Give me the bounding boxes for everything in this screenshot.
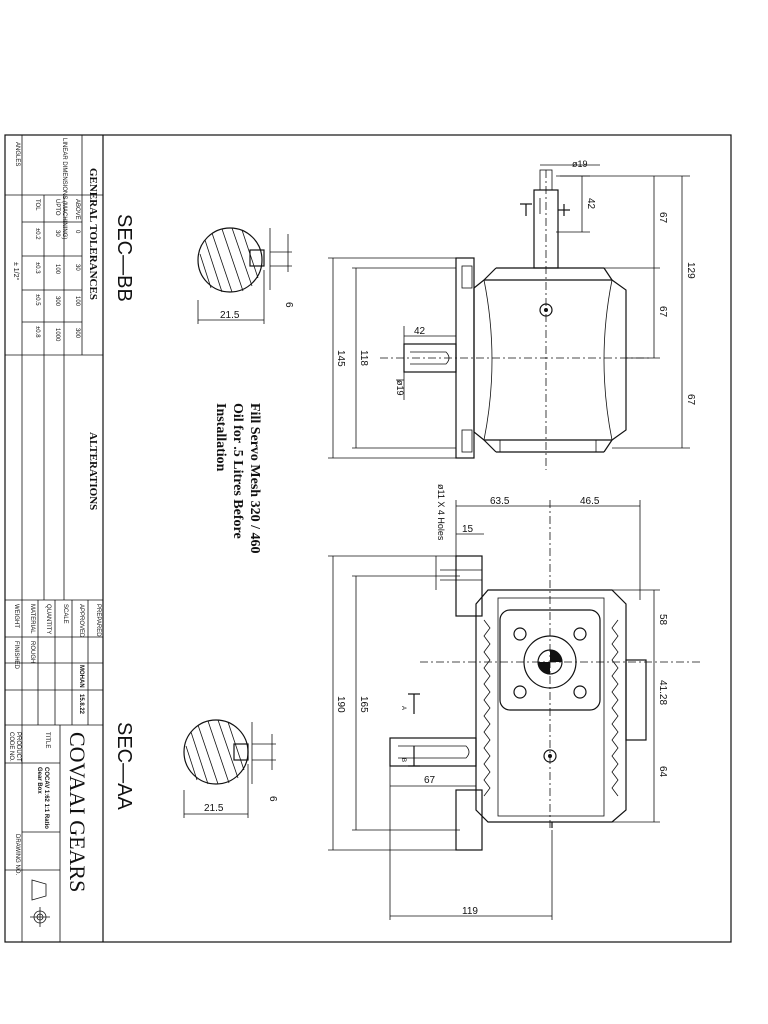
dim-118: 118 [358,350,369,366]
title-block: GENERAL TOLERANCES LINEAR DIMENSIONS (MA… [5,135,103,942]
dim-58: 58 [657,614,668,626]
drawing-date: 15.8.22 [78,694,84,715]
quantity-label: QUANTITY [45,604,51,634]
tolerance-heading: GENERAL TOLERANCES [87,168,99,300]
above-value: 100 [74,296,80,307]
projection-symbol-icon [30,879,50,927]
above-value: 300 [74,328,80,339]
dim-aa-width: 21.5 [204,803,224,814]
fill-note: Fill Servo Mesh 320 / 460 Oil for .5 Lit… [213,403,262,554]
cut-mark-a: A [400,706,406,710]
dim-bb-key: 6 [283,302,294,308]
section-aa-label: SEC—AA [113,722,135,810]
tolerance-values: 0 30 100 300 30 100 300 1000 ±0.2 ±0.3 ±… [12,228,80,342]
above-value: 30 [74,264,80,271]
tol-value: ±0.8 [34,326,40,338]
above-label: ABOVE [74,199,80,220]
dim-41-28: 41.28 [657,680,668,705]
sheet-border [4,134,732,943]
angles-label: ANGLES [14,142,20,166]
dim-165: 165 [358,696,369,713]
finished-label: FINISHED [13,641,19,670]
angle-tolerance: ± 1/2° [12,262,20,281]
upto-value: 30 [54,230,60,237]
section-cut-marks [520,203,570,216]
drawing-subtitle: Gear Box [36,767,42,794]
dim-bb-width: 21.5 [220,310,240,321]
dim-67-middle: 67 [657,306,668,318]
tol-value: ±0.3 [34,262,40,274]
above-value: 0 [74,230,80,234]
dim-aa-key: 6 [267,796,278,802]
alterations-heading: ALTERATIONS [87,432,99,510]
company-name: COVAAI GEARS [65,732,90,892]
cut-mark-b: B [400,758,406,762]
dim-46-5: 46.5 [580,496,600,507]
dim-input-shaft-length: 42 [414,326,426,337]
dim-119: 119 [462,906,478,917]
section-bb: SEC—BB 21.5 6 [113,214,294,324]
dim-64: 64 [657,766,668,778]
product-label: PRODUCT [15,732,21,762]
tol-value: ±0.2 [34,228,40,240]
rough-label: ROUGH [29,641,35,663]
upto-value: 100 [54,264,60,275]
dim-mounting-holes: ø11 X 4 Holes [436,484,446,541]
dim-145: 145 [335,350,346,367]
dim-output-shaft-length: 42 [585,198,596,210]
section-bb-label: SEC—BB [113,214,135,302]
code-label: CODE NO. [8,732,14,762]
note-line-2: Oil for .5 Litres Before [230,403,245,539]
tol-value: ±0.5 [34,294,40,306]
section-aa: SEC—AA 21.5 6 [113,719,278,818]
linear-dimensions-label: LINEAR DIMENSIONS (MACHINING) [61,138,67,239]
weight-label: WEIGHT [13,604,19,628]
scale-label: SCALE [62,604,68,624]
drawing-number-label: DRAWING NO. [14,834,20,875]
prepared-label: PREPARED [95,604,101,637]
dim-67-lower: 67 [685,394,696,406]
dim-190: 190 [335,696,346,713]
dim-output-shaft-dia: ø19 [572,159,588,169]
approved-label: APPROVED [78,604,84,638]
upto-label: UPTO [54,199,60,216]
material-label: MATERIAL [29,604,35,634]
shaft-section-bb [197,227,263,293]
note-line-3: Installation [213,403,228,472]
dim-15: 15 [462,524,474,535]
dim-63-5: 63.5 [490,496,510,507]
drawing-title: COCAV 1:62 1:1 Ratio [43,767,49,829]
keyway-bb [249,249,265,267]
title-label: TITLE [44,732,50,748]
tol-label: TOL [34,199,40,211]
upto-value: 1000 [54,328,60,342]
keyway-aa [233,743,249,761]
gearbox-front-view: A B 63.5 46.5 ø11 X 4 Holes 15 58 41.28 … [328,484,700,920]
drafter-name: MOHAN [78,665,84,688]
dim-67-upper: 67 [657,212,668,224]
upto-value: 300 [54,296,60,307]
gearbox-side-view: ø19 42 67 67 129 67 42 ø19 145 118 [328,159,696,470]
note-line-1: Fill Servo Mesh 320 / 460 [247,403,262,554]
dim-input-shaft-dia: ø19 [395,380,405,396]
dim-67-shaft: 67 [424,775,436,786]
dim-129: 129 [685,262,696,279]
